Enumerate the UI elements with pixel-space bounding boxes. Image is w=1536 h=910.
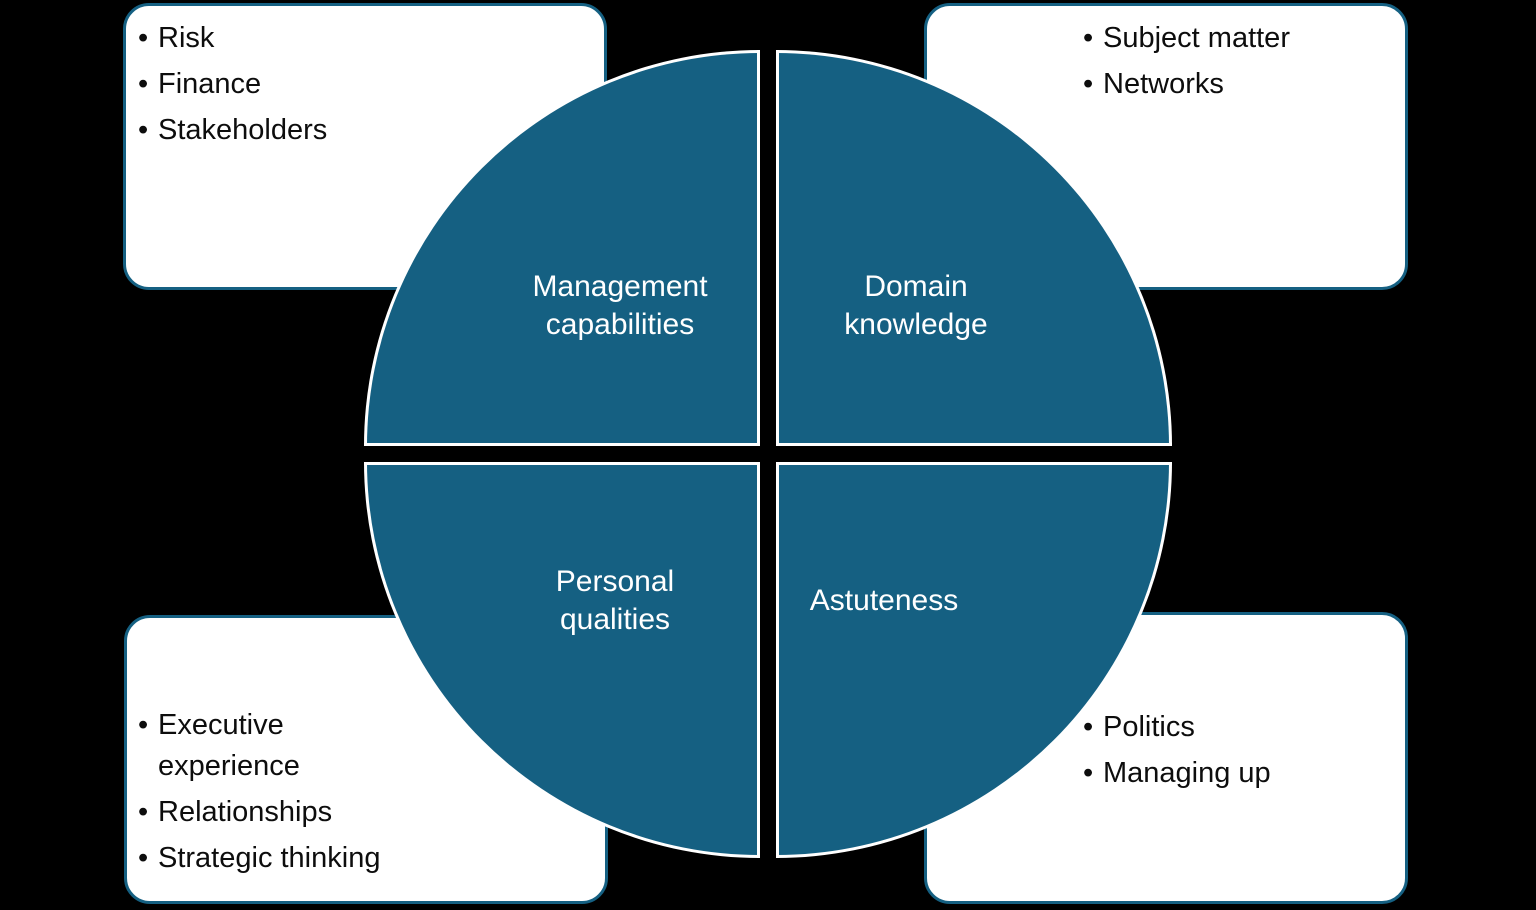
- list-item: • Relationships: [138, 792, 578, 833]
- list-item-text: Relationships: [158, 796, 333, 828]
- list-item-text: Finance: [158, 68, 262, 100]
- list-item: • Executive experience: [138, 705, 578, 787]
- bullet-icon: •: [138, 22, 149, 54]
- callout-list-bottom-left: • Executive experience • Relationships • Stra…: [138, 705, 578, 884]
- callout-list-bottom-right: • Politics • Managing up: [1083, 707, 1403, 799]
- list-item-text: Stakeholders: [158, 114, 328, 146]
- list-item: • Managing up: [1083, 753, 1403, 794]
- list-item-text: Politics: [1103, 711, 1195, 743]
- bullet-icon: •: [138, 114, 149, 146]
- list-item-text: Networks: [1103, 68, 1224, 100]
- callout-list-top-left: • Risk • Finance • Stakeholders: [138, 18, 578, 156]
- quadrant-label-astuteness: Astuteness: [809, 584, 959, 617]
- list-item-text: Strategic thinking: [158, 842, 381, 874]
- bullet-icon: •: [1083, 68, 1094, 100]
- bullet-icon: •: [138, 796, 149, 828]
- list-item-text: Managing up: [1103, 757, 1271, 789]
- list-item-text: Subject matter: [1103, 22, 1290, 54]
- bullet-icon: •: [1083, 22, 1094, 54]
- list-item: • Finance: [138, 64, 578, 105]
- quadrant-label-personal-qualities: Personal qualities: [555, 565, 675, 636]
- quadrant-label-domain-knowledge: Domain knowledge: [844, 270, 988, 341]
- list-item: • Strategic thinking: [138, 838, 578, 879]
- list-item: • Subject matter: [1083, 18, 1403, 59]
- list-item: • Politics: [1083, 707, 1403, 748]
- bullet-icon: •: [1083, 757, 1094, 789]
- list-item-text: Executive experience: [158, 709, 300, 782]
- bullet-icon: •: [1083, 711, 1094, 743]
- list-item: • Networks: [1083, 64, 1403, 105]
- list-item: • Stakeholders: [138, 110, 578, 151]
- callout-list-top-right: • Subject matter • Networks: [1083, 18, 1403, 110]
- bullet-icon: •: [138, 709, 149, 741]
- quadrant-label-management-capabilities: Management capabilities: [532, 270, 708, 341]
- list-item: • Risk: [138, 18, 578, 59]
- bullet-icon: •: [138, 842, 149, 874]
- list-item-text: Risk: [158, 22, 215, 54]
- bullet-icon: •: [138, 68, 149, 100]
